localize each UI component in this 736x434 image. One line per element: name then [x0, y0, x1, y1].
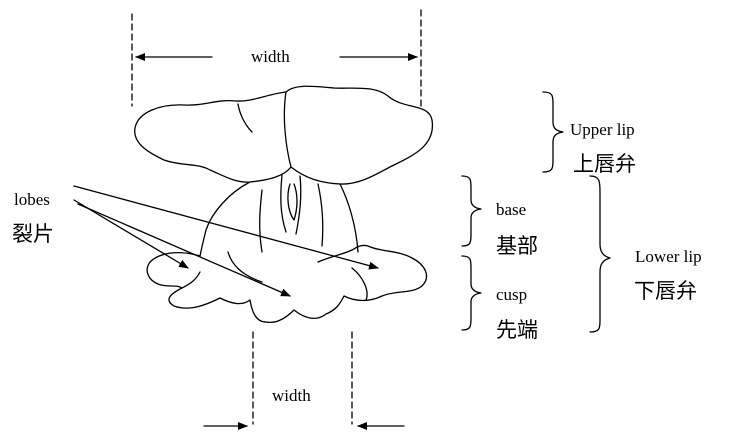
upper-lip-brace	[543, 92, 563, 172]
lobes-label-cn: 裂片	[12, 218, 54, 248]
upper-lip-label-cn: 上唇弁	[573, 148, 636, 178]
lower-lip-brace	[590, 176, 610, 332]
top-width-label: width	[251, 47, 290, 67]
cusp-brace	[462, 256, 481, 330]
lower-lip-base-outline	[200, 182, 250, 256]
base-brace	[462, 176, 481, 246]
upper-lip-left-crease	[238, 104, 252, 132]
upper-lip-midline	[284, 92, 291, 167]
upper-lip-outline	[135, 86, 433, 184]
lower-lip-label: Lower lip	[635, 247, 702, 267]
lower-lip-label-cn: 下唇弁	[634, 275, 697, 305]
lower-lip-cusp-sinus-1	[228, 252, 262, 282]
lower-lip-cusp-sinus-4	[182, 272, 200, 288]
lower-lip-cusp-sinus-3	[352, 268, 367, 300]
lower-lip-base-callus	[288, 184, 297, 220]
lower-lip-base-groove-4	[318, 184, 323, 246]
lower-lip-base-groove-2	[281, 175, 286, 232]
cusp-label-cn: 先端	[496, 314, 538, 344]
upper-lip-label: Upper lip	[570, 120, 635, 140]
base-label-cn: 基部	[496, 230, 538, 260]
lower-lip-base-groove-1	[260, 190, 262, 252]
lower-lip-base-outline-right	[340, 184, 358, 252]
lobes-arrow-2	[78, 204, 290, 296]
base-label: base	[496, 200, 526, 220]
bottom-width-label: width	[272, 386, 311, 406]
cusp-label: cusp	[496, 285, 527, 305]
lobes-label: lobes	[14, 190, 50, 210]
